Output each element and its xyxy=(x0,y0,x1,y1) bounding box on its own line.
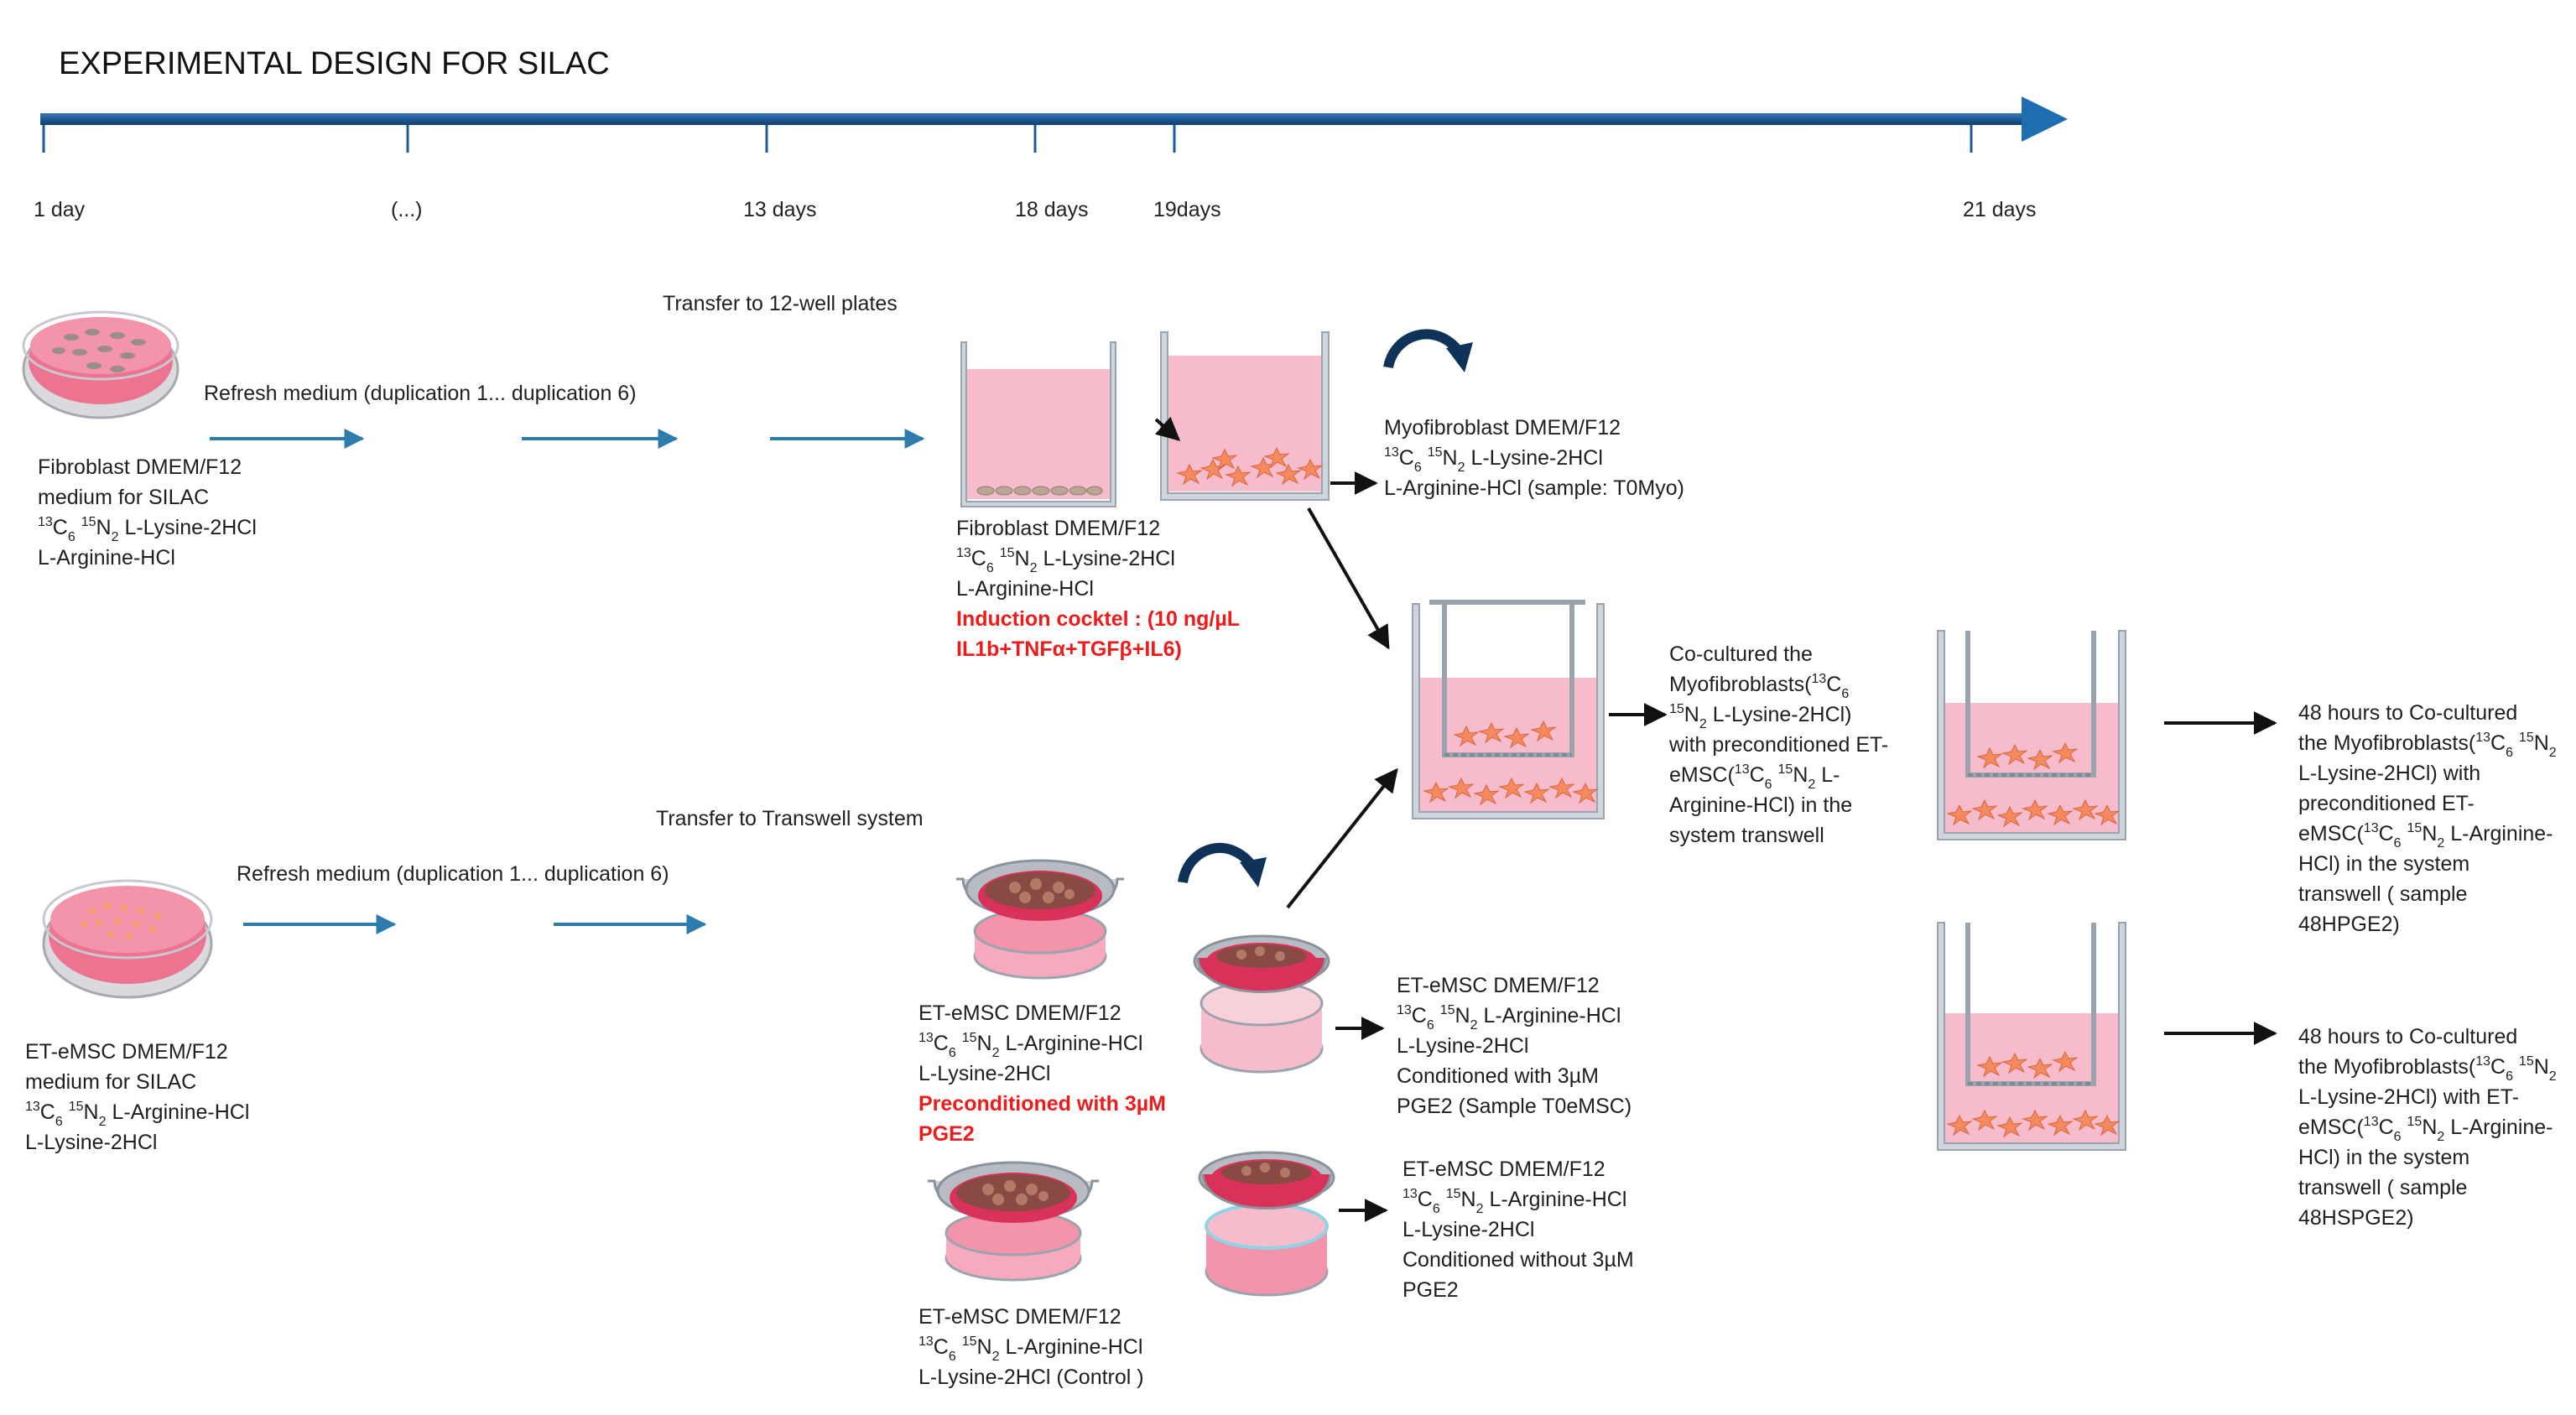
coculture-line: Co-cultured the xyxy=(1669,642,1813,666)
isotope-label: 13C6 15N2 L-Lysine-2HCl xyxy=(1384,445,1603,475)
result-pge2-line: L-Lysine-2HCl) with xyxy=(2298,762,2480,785)
isotope-label: 13C6 15N2 L-Lysine-2HCl xyxy=(38,515,257,544)
coculture-line: 15N2 L-Lysine-2HCl) xyxy=(1669,702,1852,731)
cond-with-line: ET-eMSC DMEM/F12 xyxy=(1397,974,1600,997)
fibroblast-plate-line: Fibroblast DMEM/F12 xyxy=(956,517,1160,540)
isotope-label: 13C6 15N2 L-Arginine-HCl xyxy=(1397,1003,1621,1033)
result-spge2-line: eMSC(13C6 15N2 L-Arginine- xyxy=(2298,1115,2553,1144)
cond-with-line: Conditioned with 3µM xyxy=(1397,1064,1599,1088)
cond-without-line: PGE2 xyxy=(1402,1278,1459,1302)
myofibroblast-line: Myofibroblast DMEM/F12 xyxy=(1384,416,1621,440)
conditioned-with-dish-icon xyxy=(1193,934,1330,1074)
emsc-medium-line: medium for SILAC xyxy=(25,1070,196,1094)
tick-label: 13 days xyxy=(743,198,817,221)
cond-without-line: ET-eMSC DMEM/F12 xyxy=(1402,1157,1605,1181)
result-spge2-line: transwell ( sample xyxy=(2298,1176,2467,1199)
result-pge2-line: transwell ( sample xyxy=(2298,882,2467,906)
tick-label: 18 days xyxy=(1015,198,1089,221)
well-plate-myofibroblast-icon xyxy=(1160,331,1330,501)
timeline-bar xyxy=(40,113,2037,125)
coculture-line: eMSC(13C6 15N2 L- xyxy=(1669,762,1840,792)
tick-label: (...) xyxy=(391,198,423,221)
transwell-coculture-icon xyxy=(1412,600,1605,819)
isotope-label: 13C6 15N2 L-Arginine-HCl xyxy=(919,1031,1142,1060)
result-spge2-line: the Myofibroblasts(13C6 15N2 xyxy=(2298,1054,2557,1084)
fibroblast-medium-line: medium for SILAC xyxy=(38,486,209,509)
fibroblast-medium-line: Fibroblast DMEM/F12 xyxy=(38,455,242,479)
tick-label: 19days xyxy=(1153,198,1221,221)
isotope-label: 13C6 15N2 L-Arginine-HCl xyxy=(919,1334,1142,1364)
result-spge2-line: HCl) in the system xyxy=(2298,1146,2469,1169)
transwell-48h-pge2-icon xyxy=(1937,630,2126,840)
preconditioned-text: Preconditioned with 3µM xyxy=(919,1092,1166,1116)
tick-label: 21 days xyxy=(1963,198,2037,221)
coculture-line: system transwell xyxy=(1669,824,1824,847)
diagram-title: EXPERIMENTAL DESIGN FOR SILAC xyxy=(59,46,610,81)
well-plate-fibroblast-icon xyxy=(960,341,1116,507)
isotope-label: 13C6 15N2 L-Arginine-HCl xyxy=(1402,1187,1626,1216)
flow-arrow xyxy=(1286,767,1398,909)
isotope-label: 13C6 15N2 L-Arginine-HCl xyxy=(25,1100,249,1129)
result-pge2-line: eMSC(13C6 15N2 L-Arginine- xyxy=(2298,821,2553,851)
result-pge2-line: the Myofibroblasts(13C6 15N2 xyxy=(2298,731,2557,760)
emsc-dish-icon xyxy=(42,879,213,999)
refresh-medium-label: Refresh medium (duplication 1... duplica… xyxy=(204,382,637,405)
fibroblast-medium-line: L-Arginine-HCl xyxy=(38,546,175,570)
preconditioned-text: PGE2 xyxy=(919,1122,975,1146)
result-pge2-line: preconditioned ET- xyxy=(2298,792,2475,815)
result-pge2-line: HCl) in the system xyxy=(2298,852,2469,876)
emsc-medium-line: L-Lysine-2HCl xyxy=(25,1131,157,1154)
flow-arrow xyxy=(1307,507,1390,650)
induction-cocktail-text: IL1b+TNFα+TGFβ+IL6) xyxy=(956,637,1182,661)
fibroblast-plate-line: L-Arginine-HCl xyxy=(956,577,1094,601)
emsc-precond-line: ET-eMSC DMEM/F12 xyxy=(919,1001,1121,1025)
myofibroblast-line: L-Arginine-HCl (sample: T0Myo) xyxy=(1384,476,1684,500)
result-spge2-line: L-Lysine-2HCl) with ET- xyxy=(2298,1085,2519,1109)
timeline: 1 day (...) 13 days 18 days 19days 21 da… xyxy=(34,96,2068,221)
cond-without-line: Conditioned without 3µM xyxy=(1402,1248,1634,1272)
result-spge2-line: 48 hours to Co-cultured xyxy=(2298,1025,2517,1048)
transfer-label: Transfer to 12-well plates xyxy=(663,292,898,315)
cond-with-line: PGE2 (Sample T0eMSC) xyxy=(1397,1095,1631,1118)
induction-cocktail-text: Induction cocktel : (10 ng/µL xyxy=(956,607,1240,631)
cond-without-line: L-Lysine-2HCl xyxy=(1402,1218,1534,1241)
fibroblast-dish-icon xyxy=(22,310,180,419)
induction-arrow xyxy=(1154,416,1181,441)
emsc-control-insert-icon xyxy=(928,1161,1099,1282)
coculture-line: Arginine-HCl) in the xyxy=(1669,793,1852,817)
emsc-control-line: ET-eMSC DMEM/F12 xyxy=(919,1305,1121,1329)
emsc-precond-line: L-Lysine-2HCl xyxy=(919,1062,1050,1085)
curved-arrow-icon xyxy=(1178,843,1267,887)
transwell-insert-precond-icon xyxy=(956,859,1124,980)
emsc-medium-line: ET-eMSC DMEM/F12 xyxy=(25,1040,228,1064)
refresh-medium-label: Refresh medium (duplication 1... duplica… xyxy=(237,862,669,886)
transfer-label: Transfer to Transwell system xyxy=(656,807,924,830)
result-pge2-line: 48HPGE2) xyxy=(2298,913,2400,936)
curved-arrow-icon xyxy=(1383,329,1473,372)
isotope-label: 13C6 15N2 L-Lysine-2HCl xyxy=(956,546,1175,575)
cond-with-line: L-Lysine-2HCl xyxy=(1397,1034,1528,1058)
coculture-line: with preconditioned ET- xyxy=(1668,733,1888,757)
timeline-arrowhead xyxy=(2022,96,2068,142)
tick-label: 1 day xyxy=(34,198,86,221)
conditioned-without-dish-icon xyxy=(1198,1151,1335,1297)
coculture-line: Myofibroblasts(13C6 xyxy=(1669,672,1849,701)
result-pge2-line: 48 hours to Co-cultured xyxy=(2298,701,2517,725)
transwell-48h-spge2-icon xyxy=(1937,922,2126,1151)
result-spge2-line: 48HSPGE2) xyxy=(2298,1206,2414,1230)
emsc-control-line: L-Lysine-2HCl (Control ) xyxy=(919,1366,1144,1389)
